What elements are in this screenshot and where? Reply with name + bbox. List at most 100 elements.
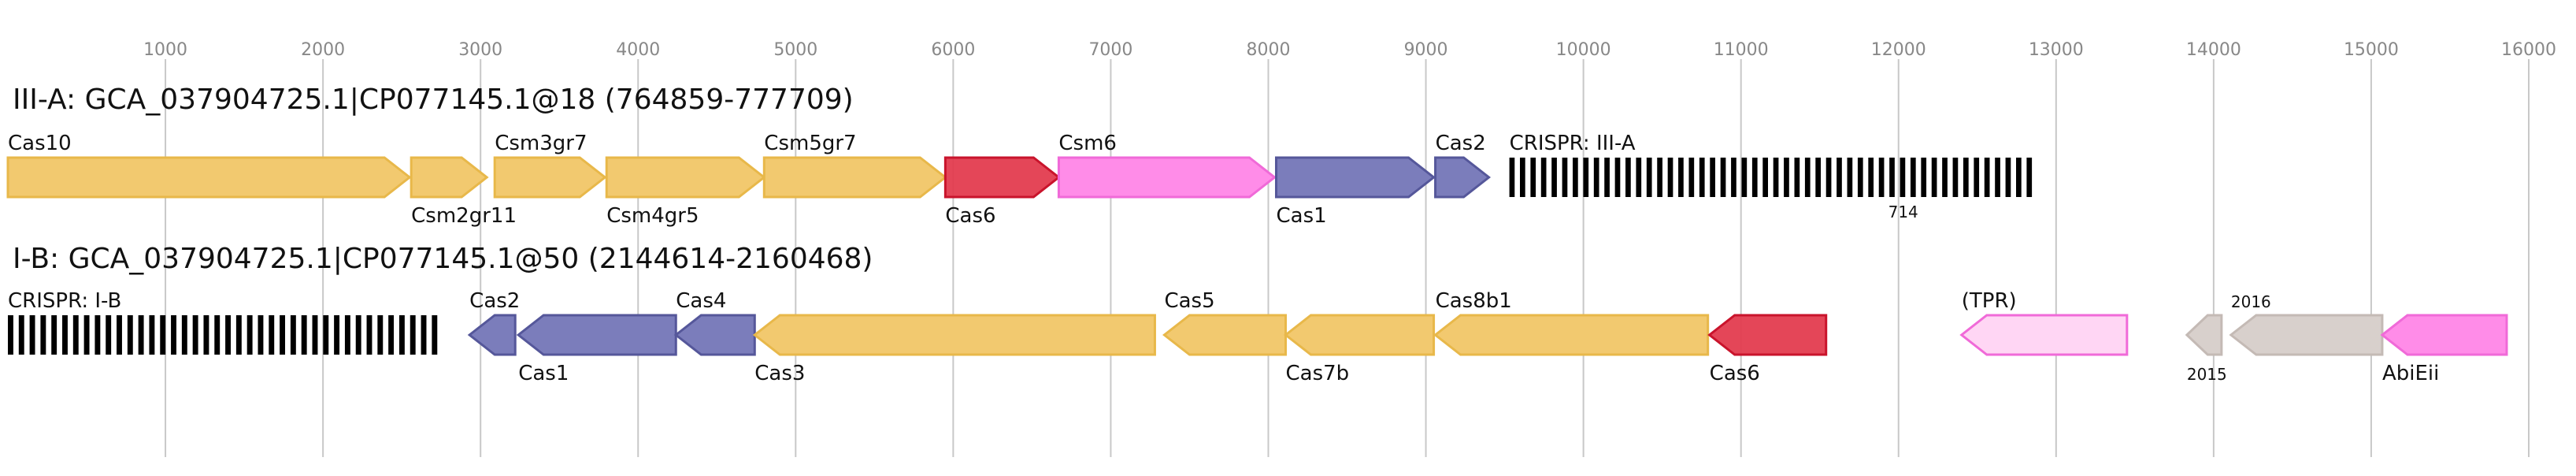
crispr-repeat — [1794, 158, 1800, 197]
gene-arrow-cas2 — [467, 314, 517, 356]
crispr-repeat — [160, 315, 166, 355]
gene-label: Cas1 — [518, 362, 569, 385]
tick-label: 12000 — [1871, 40, 1926, 60]
gene-label: Cas2 — [469, 289, 520, 313]
crispr-repeat — [138, 315, 144, 355]
gene-label: Cas10 — [8, 132, 72, 155]
crispr-repeat — [1562, 158, 1568, 197]
gene-arrow-cas4 — [673, 314, 756, 356]
crispr-repeat — [1540, 158, 1547, 197]
crispr-repeat — [29, 315, 35, 355]
crispr-repeat — [83, 315, 90, 355]
locus-title: III-A: GCA_037904725.1|CP077145.1@18 (76… — [13, 84, 854, 116]
crispr-repeat — [1509, 158, 1515, 197]
crispr-repeat — [432, 315, 438, 355]
gene-arrow-csm6 — [1057, 156, 1277, 199]
gene-arrow-2015 — [2185, 314, 2223, 356]
crispr-repeat — [192, 315, 198, 355]
crispr-label: CRISPR: III-A — [1510, 132, 1636, 155]
locus-title: I-B: GCA_037904725.1|CP077145.1@50 (2144… — [13, 243, 873, 275]
crispr-repeat — [1720, 158, 1726, 197]
crispr-repeat — [1900, 158, 1906, 197]
crispr-repeat — [388, 315, 395, 355]
tick-label: 5000 — [773, 40, 817, 60]
crispr-array — [8, 315, 438, 355]
gene-label: (TPR) — [1962, 289, 2017, 313]
gene-label: Csm4gr5 — [606, 204, 699, 228]
crispr-repeat — [355, 315, 361, 355]
gene-arrow-cas10 — [6, 156, 412, 199]
crispr-repeat — [214, 315, 221, 355]
gene-arrow-cas2 — [1434, 156, 1492, 199]
gene-label: Csm6 — [1058, 132, 1117, 155]
tick-label: 14000 — [2186, 40, 2241, 60]
tick-label: 13000 — [2029, 40, 2084, 60]
crispr-repeat — [1762, 158, 1768, 197]
crispr-repeat — [1889, 158, 1895, 197]
crispr-repeat — [18, 315, 24, 355]
crispr-repeat — [1519, 158, 1525, 197]
crispr-repeat — [410, 315, 416, 355]
gene-label: Cas1 — [1277, 204, 1327, 228]
crispr-repeat — [1857, 158, 1863, 197]
gene-label: Csm3gr7 — [495, 132, 587, 155]
tick-label: 7000 — [1088, 40, 1132, 60]
crispr-repeat — [1699, 158, 1705, 197]
crispr-repeat — [1593, 158, 1599, 197]
crispr-repeat — [235, 315, 242, 355]
crispr-repeat — [1573, 158, 1578, 197]
gene-arrow-cas3 — [752, 314, 1156, 356]
tick-label: 6000 — [931, 40, 975, 60]
gene-label: Csm2gr11 — [411, 204, 517, 228]
crispr-repeat — [1784, 158, 1789, 197]
gene-track: Cas10Csm2gr11Csm3gr7Csm4gr5Csm5gr7Cas6Cs… — [6, 132, 2033, 228]
crispr-repeat — [1688, 158, 1695, 197]
crispr-repeat — [203, 315, 209, 355]
gene-arrow-abieii — [2380, 314, 2508, 356]
crispr-repeat — [1667, 158, 1673, 197]
gene-arrow-csm4gr5 — [605, 156, 766, 199]
crispr-repeat — [1910, 158, 1916, 197]
crispr-repeat — [1963, 158, 1969, 197]
crispr-repeat — [1636, 158, 1642, 197]
tick-label: 4000 — [616, 40, 660, 60]
crispr-repeat — [2026, 158, 2033, 197]
crispr-repeat — [344, 315, 350, 355]
crispr-repeat — [1741, 158, 1748, 197]
crispr-repeat — [1815, 158, 1822, 197]
crispr-repeat — [398, 315, 405, 355]
crispr-repeat — [225, 315, 231, 355]
crispr-repeat — [2015, 158, 2022, 197]
crispr-repeat — [1614, 158, 1621, 197]
crispr-repeat — [377, 315, 384, 355]
crispr-repeat — [40, 315, 46, 355]
gene-label: AbiEii — [2382, 362, 2439, 385]
tick-label: 15000 — [2344, 40, 2399, 60]
locus-iii-a: III-A: GCA_037904725.1|CP077145.1@18 (76… — [6, 84, 2033, 228]
crispr-repeat — [117, 315, 122, 355]
gene-arrow-csm2gr11 — [410, 156, 489, 199]
gene-arrow-cas6 — [1707, 314, 1828, 356]
gene-arrow-tpr — [1959, 314, 2129, 356]
crispr-repeat — [269, 315, 275, 355]
crispr-repeat — [62, 315, 68, 355]
crispr-repeat — [1646, 158, 1652, 197]
gene-arrow-csm5gr7 — [762, 156, 947, 199]
tick-label: 8000 — [1247, 40, 1291, 60]
tick-label: 11000 — [1714, 40, 1769, 60]
crispr-repeat — [2005, 158, 2011, 197]
crispr-repeat — [1583, 158, 1589, 197]
gene-label: Cas6 — [945, 204, 995, 228]
locus-i-b: I-B: GCA_037904725.1|CP077145.1@50 (2144… — [8, 243, 2508, 385]
crispr-repeat — [1804, 158, 1811, 197]
gene-label: Cas6 — [1710, 362, 1760, 385]
crispr-repeat — [290, 315, 296, 355]
crispr-repeat — [246, 315, 253, 355]
crispr-array — [1509, 158, 2033, 197]
crispr-repeat — [51, 315, 57, 355]
crispr-repeat — [1625, 158, 1631, 197]
crispr-repeat — [1942, 158, 1948, 197]
